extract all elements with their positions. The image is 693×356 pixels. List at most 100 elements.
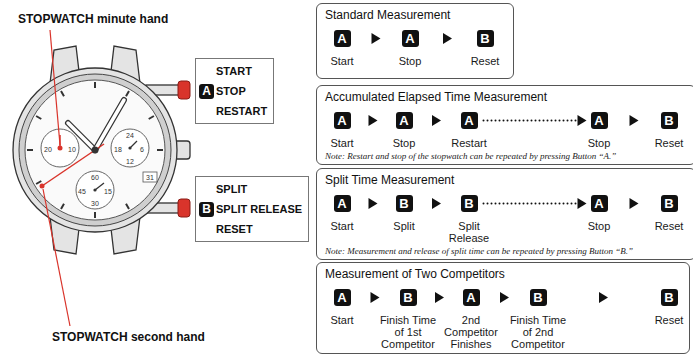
button-letter: A (402, 30, 419, 47)
dial-number: 15 (104, 187, 112, 196)
panel-note: Note: Measurement and release of split t… (325, 246, 633, 257)
sequence-arrow (480, 292, 530, 303)
mode-panel: Split Time MeasurementNote: Measurement … (316, 168, 693, 260)
sequence-arrow (351, 115, 396, 126)
dial-number: 10 (68, 145, 76, 154)
arrow-head (599, 292, 608, 303)
dial-number: 18 (114, 145, 122, 154)
minute-hand-outline (95, 100, 124, 150)
hand-pivot (92, 147, 99, 154)
dial-number: 20 (44, 145, 52, 154)
sub-dial (76, 171, 114, 209)
arrow-head (435, 292, 444, 303)
function-box: SPLITSPLIT RELEASERESETB (195, 176, 309, 242)
function-label: START (216, 61, 267, 81)
sequence-arrow (351, 33, 402, 44)
button-letter: A (334, 30, 351, 47)
step-caption: Restart (446, 137, 492, 149)
arrow-head (369, 115, 378, 126)
button-letter: B (530, 289, 547, 306)
button-badge: A (199, 84, 214, 99)
step-caption: Reset (462, 55, 508, 67)
minute-hand (95, 100, 124, 150)
button-letter: A (396, 112, 413, 129)
sub-dial-hand (95, 183, 104, 190)
function-label: SPLIT (216, 179, 302, 199)
sequence-arrow (484, 198, 587, 209)
function-label: RESET (216, 219, 302, 239)
arrow-head (432, 115, 441, 126)
arrow-head (500, 292, 509, 303)
button-letter: B (661, 112, 678, 129)
dial-number: 60 (91, 173, 99, 182)
button-badge: AStart (334, 195, 351, 212)
hour-markers (27, 82, 163, 218)
step-caption: Split Release (444, 220, 494, 244)
dial-number: 45 (78, 187, 86, 196)
button-letter: A (463, 289, 480, 306)
sequence-arrow (484, 115, 587, 126)
watch-case (13, 68, 177, 232)
watch-dial (25, 80, 165, 220)
step-caption: 2nd Competitor Finishes (441, 314, 501, 350)
function-label: STOP (216, 81, 267, 101)
button-badge: ARestart (461, 112, 478, 129)
button-a (178, 81, 190, 99)
button-badge: AStart (334, 112, 351, 129)
watch-bezel (19, 74, 171, 226)
mode-panel: Standard MeasurementAStartAStopBReset (316, 3, 514, 79)
sub-dial (41, 129, 79, 167)
step-caption: Finish Time of 2nd Competitor (508, 314, 568, 350)
button-letter: A (591, 195, 608, 212)
sub-dial-pivot (128, 146, 131, 149)
dial-number: 12 (126, 157, 134, 166)
panel-title: Split Time Measurement (325, 173, 454, 187)
step-caption: Reset (646, 314, 692, 326)
button-letter: A (461, 112, 478, 129)
button-badge: AStart (334, 289, 351, 306)
button-badge: BFinish Time of 1st Competitor (400, 289, 417, 306)
step-caption: Stop (576, 220, 622, 232)
button-letter: B (199, 202, 214, 217)
sequence-arrow (351, 198, 396, 209)
button-badge: BReset (661, 195, 678, 212)
button-letter: B (396, 195, 413, 212)
arrow-head (369, 198, 378, 209)
stopwatch-second-hand (42, 144, 104, 186)
sequence-arrow (413, 198, 461, 209)
button-badge: BFinish Time of 2nd Competitor (530, 289, 547, 306)
button-badge: AStop (591, 195, 608, 212)
step-caption: Finish Time of 1st Competitor (378, 314, 438, 350)
step-caption: Stop (576, 137, 622, 149)
button-badge: AStop (402, 30, 419, 47)
arrow-head (432, 198, 441, 209)
button-letter: B (461, 195, 478, 212)
arrow-line (484, 203, 578, 205)
step-caption: Start (319, 220, 365, 232)
leader-line (43, 189, 70, 326)
button-badge: A2nd Competitor Finishes (463, 289, 480, 306)
step-caption: Start (319, 55, 365, 67)
button-letter: A (334, 195, 351, 212)
date-window (143, 172, 157, 182)
sequence-arrow (547, 292, 661, 303)
function-box: STARTSTOPRESTARTA (195, 58, 274, 124)
callout-label: STOPWATCH second hand (52, 330, 205, 344)
leader-dot (58, 146, 63, 151)
step-caption: Split (381, 220, 427, 232)
arrow-head (372, 33, 381, 44)
button-badge: AStop (396, 112, 413, 129)
button-letter: A (334, 112, 351, 129)
sequence-arrow (351, 292, 400, 303)
button-badge: AStop (591, 112, 608, 129)
step-caption: Stop (387, 55, 433, 67)
sub-dial (111, 129, 149, 167)
sequence-arrow (608, 115, 661, 126)
step-caption: Reset (646, 220, 692, 232)
button-badge: B (199, 202, 214, 217)
dial-number: 24 (126, 131, 134, 140)
step-caption: Start (319, 314, 365, 326)
button-letter: A (591, 112, 608, 129)
leader-dot (40, 184, 45, 189)
panel-title: Standard Measurement (325, 8, 450, 22)
